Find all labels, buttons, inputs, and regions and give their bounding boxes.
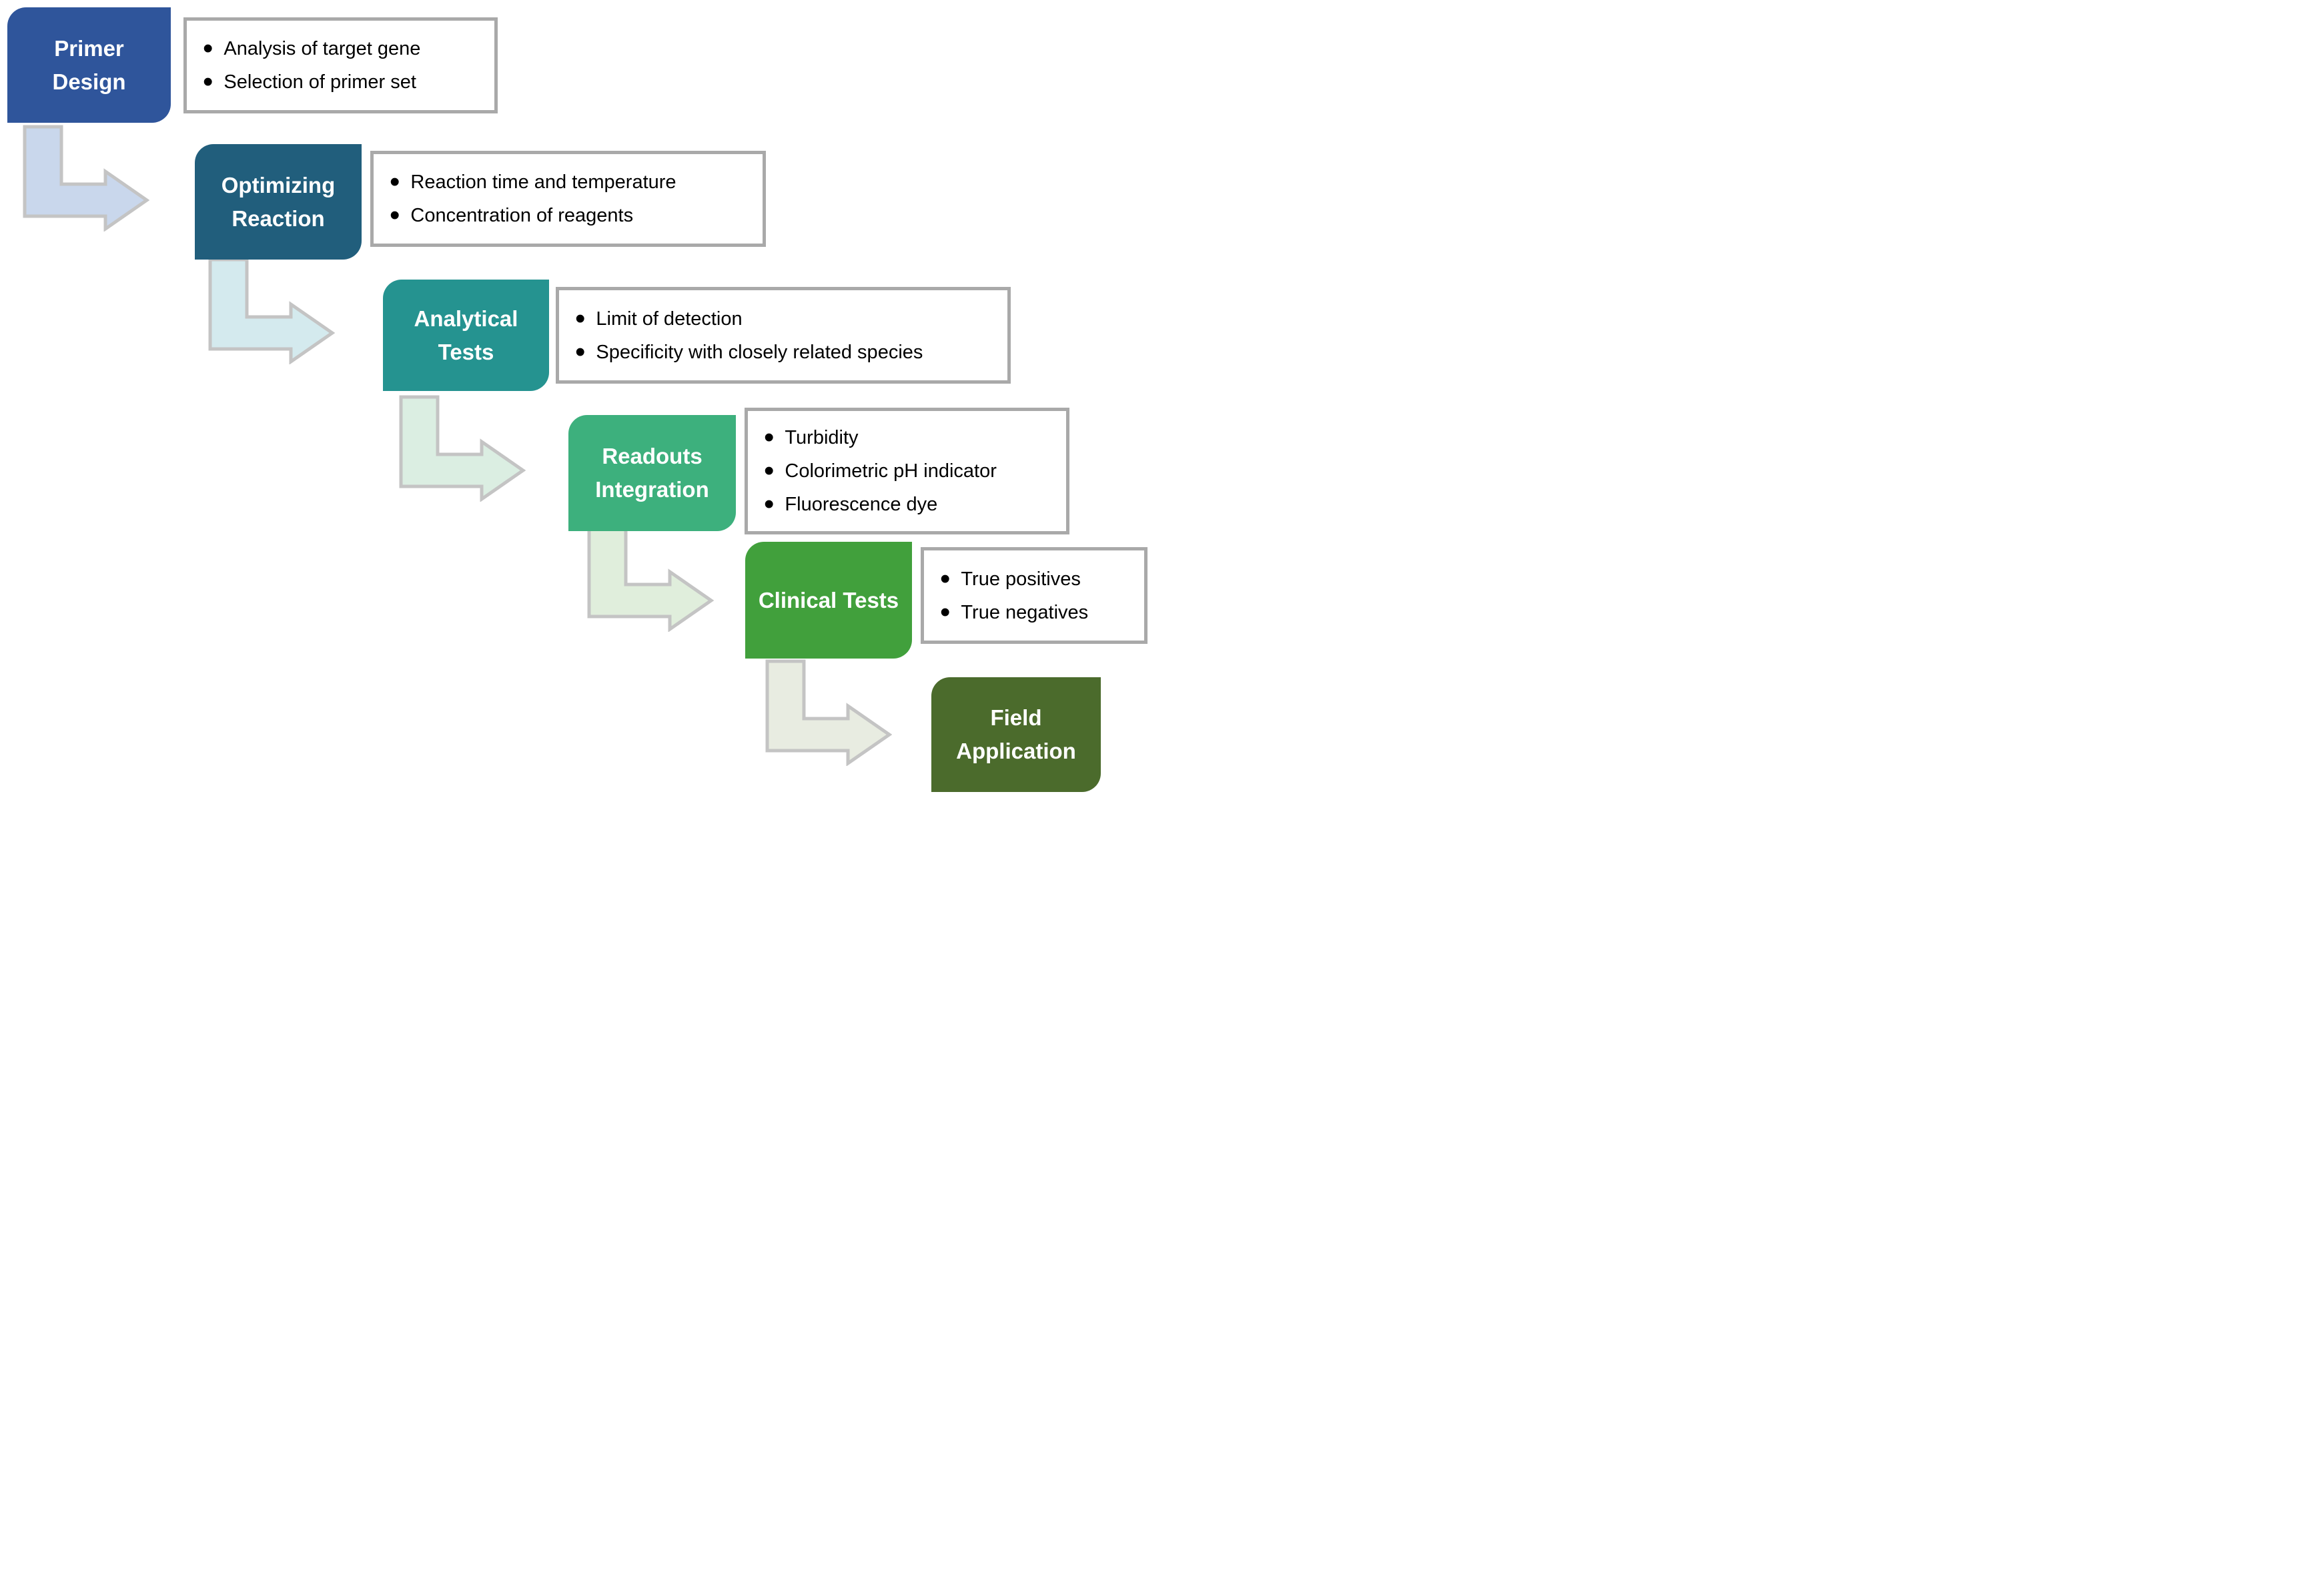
step-detail-box-optimizing-reaction: • Reaction time and temperature • Concen… <box>370 151 766 247</box>
step-title: Primer Design <box>52 35 126 94</box>
step-detail-box-clinical-tests: • True positives • True negatives <box>921 547 1147 644</box>
flow-arrow-4 <box>587 525 714 632</box>
bullet-text: Fluorescence dye <box>785 494 938 515</box>
step-box-field-application: Field Application <box>931 677 1101 792</box>
bullet-dot-icon: • <box>764 454 775 487</box>
bullet-text: Specificity with closely related species <box>596 341 923 363</box>
step-detail-box-readouts-integration: • Turbidity • Colorimetric pH indicator … <box>745 408 1069 534</box>
step-title: Analytical Tests <box>414 306 518 364</box>
bullet-text: Turbidity <box>785 427 859 448</box>
bent-arrow-shape <box>208 258 335 364</box>
bullet-dot-icon: • <box>575 302 586 335</box>
bullet-item: • Limit of detection <box>575 302 1001 336</box>
bullet-item: • True positives <box>940 562 1137 596</box>
bullet-dot-icon: • <box>390 199 400 232</box>
bullet-dot-icon: • <box>203 32 213 65</box>
detail-list: • Analysis of target gene • Selection of… <box>187 32 494 99</box>
bullet-item: • Reaction time and temperature <box>390 165 756 199</box>
step-box-readouts-integration: Readouts Integration <box>568 415 736 531</box>
bullet-text: True positives <box>961 568 1081 590</box>
bullet-item: • Fluorescence dye <box>764 488 1059 521</box>
bullet-dot-icon: • <box>764 421 775 454</box>
bullet-item: • Analysis of target gene <box>203 32 488 65</box>
flow-arrow-3 <box>399 395 526 502</box>
step-box-optimizing-reaction: Optimizing Reaction <box>195 144 362 260</box>
detail-list: • True positives • True negatives <box>924 562 1144 629</box>
step-title: Optimizing Reaction <box>221 172 336 231</box>
detail-list: • Reaction time and temperature • Concen… <box>374 165 763 232</box>
flow-arrow-2 <box>208 258 335 364</box>
step-title: Clinical Tests <box>758 587 899 613</box>
workflow-diagram: Primer Design • Analysis of target gene … <box>0 0 1152 798</box>
bullet-dot-icon: • <box>575 335 586 368</box>
bullet-text: True negatives <box>961 601 1089 623</box>
bullet-item: • Turbidity <box>764 421 1059 454</box>
bullet-dot-icon: • <box>764 488 775 520</box>
bullet-dot-icon: • <box>203 65 213 98</box>
bullet-text: Selection of primer set <box>223 71 416 93</box>
bullet-item: • Colorimetric pH indicator <box>764 454 1059 488</box>
detail-list: • Limit of detection • Specificity with … <box>559 302 1007 369</box>
bent-arrow-shape <box>23 125 149 232</box>
bent-arrow-shape <box>399 395 526 502</box>
step-title: Readouts Integration <box>595 444 709 502</box>
flow-arrow-1 <box>23 125 149 232</box>
bullet-item: • True negatives <box>940 596 1137 629</box>
bullet-text: Colorimetric pH indicator <box>785 460 997 482</box>
step-box-primer-design: Primer Design <box>7 7 171 123</box>
bullet-item: • Concentration of reagents <box>390 199 756 232</box>
step-box-analytical-tests: Analytical Tests <box>383 280 549 391</box>
bullet-dot-icon: • <box>390 165 400 198</box>
detail-list: • Turbidity • Colorimetric pH indicator … <box>748 421 1066 521</box>
bent-arrow-shape <box>765 659 892 766</box>
step-title: Field Application <box>956 705 1076 763</box>
bullet-text: Limit of detection <box>596 308 743 330</box>
bullet-item: • Specificity with closely related speci… <box>575 336 1001 369</box>
bullet-item: • Selection of primer set <box>203 65 488 99</box>
bullet-text: Reaction time and temperature <box>410 171 676 193</box>
bullet-text: Analysis of target gene <box>223 38 421 59</box>
bullet-dot-icon: • <box>940 562 951 595</box>
bullet-dot-icon: • <box>940 595 951 629</box>
step-detail-box-primer-design: • Analysis of target gene • Selection of… <box>183 17 498 113</box>
bent-arrow-shape <box>587 525 714 632</box>
step-detail-box-analytical-tests: • Limit of detection • Specificity with … <box>556 287 1011 384</box>
bullet-text: Concentration of reagents <box>410 205 634 226</box>
flow-arrow-5 <box>765 659 892 766</box>
step-box-clinical-tests: Clinical Tests <box>745 542 912 659</box>
